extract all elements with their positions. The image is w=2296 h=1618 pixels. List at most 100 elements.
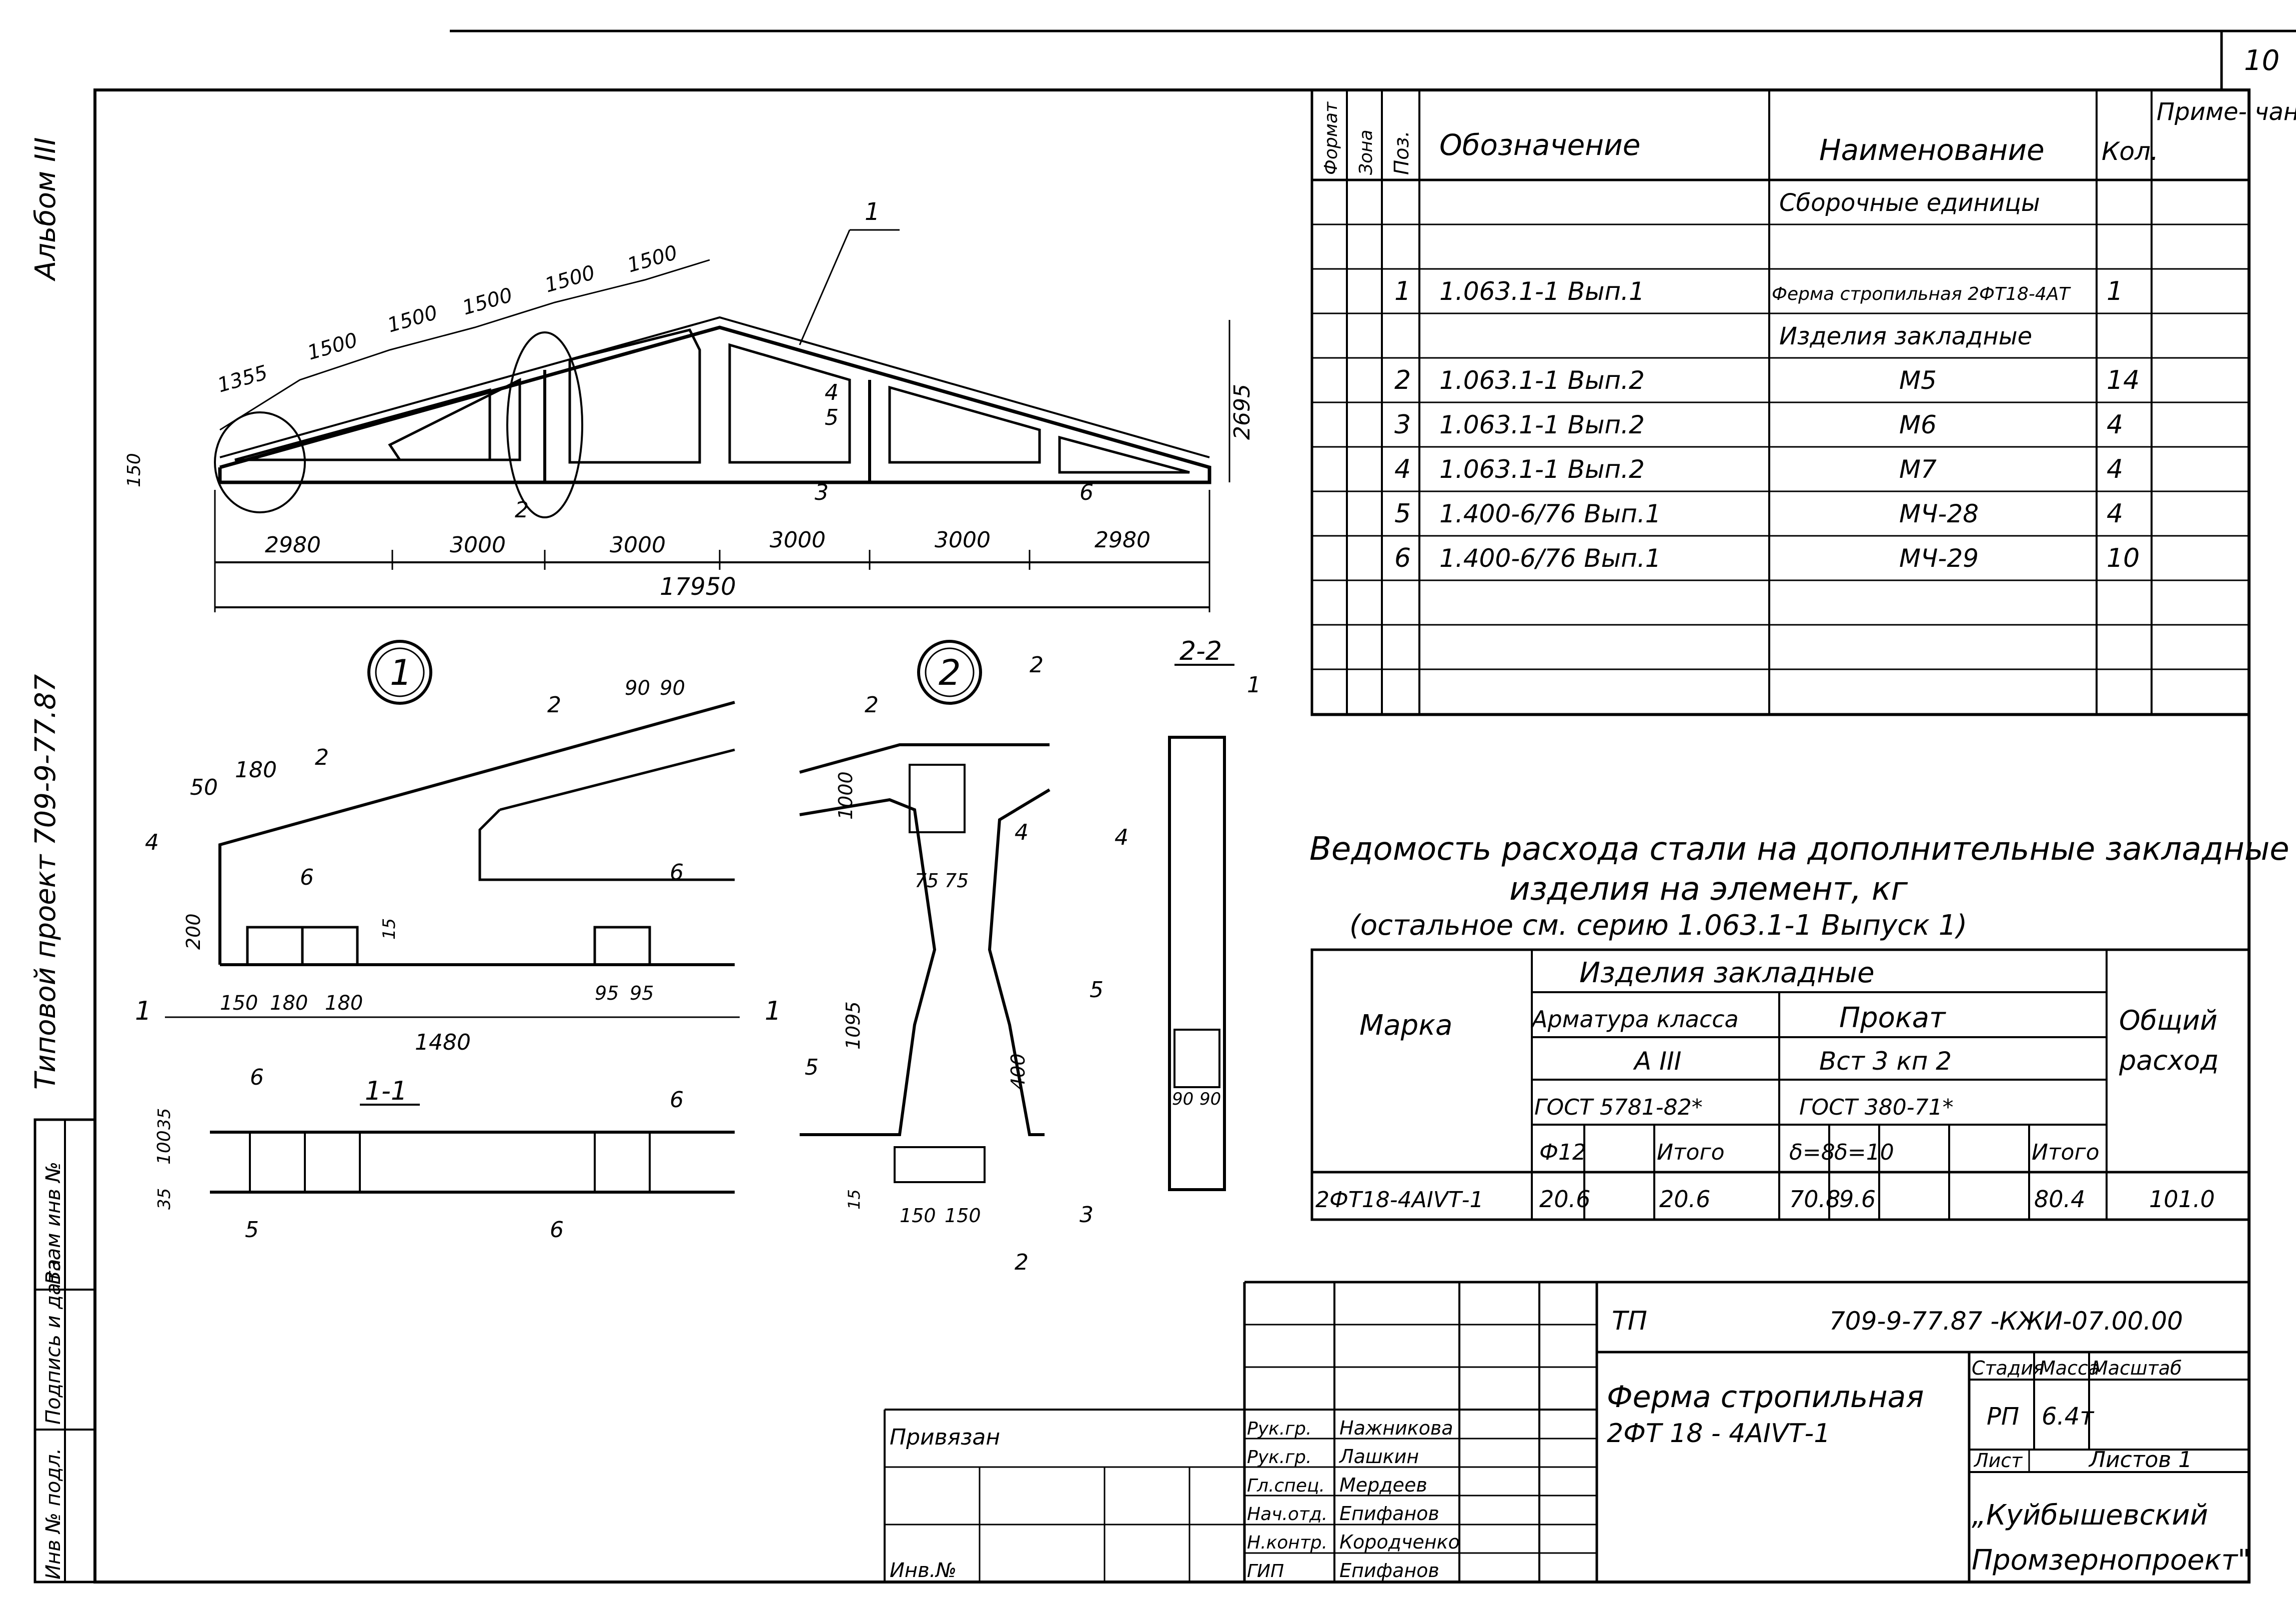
spec-cell-designation: 1.063.1-1 Вып.2 [1439, 366, 1645, 395]
d1-dim-90a: 90 [625, 677, 650, 700]
section-11-label: 1-1 [365, 1076, 407, 1106]
d1-dim-95a: 95 [595, 982, 619, 1004]
spec-cell-name: М5 [1899, 366, 1937, 395]
pos-mark-1-top: 1 [865, 198, 880, 226]
spec-cell-name: Сборочные единицы [1779, 189, 2040, 217]
spec-cell-designation: 1.063.1-1 Вып.2 [1439, 410, 1645, 439]
steel-row-v6: 80.4 [2034, 1186, 2085, 1213]
s22-dim-90a: 90 [1172, 1089, 1193, 1109]
spec-cell-name: МЧ-29 [1899, 544, 1979, 573]
d2-section-2-bottom: 2 [1015, 1250, 1029, 1275]
scale-label: Масштаб [2092, 1357, 2182, 1379]
d1-dim-90b: 90 [660, 677, 685, 700]
pos-mark-6-elev: 6 [1080, 480, 1094, 505]
section-22-label: 2-2 [1179, 636, 1222, 666]
spec-header-pos: Поз. [1390, 130, 1413, 175]
d1-pos-6a: 6 [300, 865, 314, 890]
s22-pos-1: 1 [1247, 672, 1261, 698]
sheet-label: Лист [1973, 1450, 2023, 1472]
person-name: Лашкин [1338, 1446, 1419, 1468]
spec-header-qty: Кол. [2102, 137, 2159, 166]
s22-pos-4: 4 [1115, 825, 1129, 850]
spec-cell-pos: 5 [1394, 499, 1411, 529]
d2-dim-400: 400 [1007, 1053, 1029, 1090]
person-name: Мердеев [1339, 1474, 1427, 1496]
steel-rolled-gost: ГОСТ 380-71* [1799, 1095, 1954, 1120]
node-1-detail: 1 50 180 150 180 180 200 90 90 95 95 148… [135, 640, 781, 1055]
s11-pos-6b: 6 [670, 1087, 684, 1113]
d2-dim-1000: 1000 [835, 771, 857, 820]
steel-row-v3: 70.8 [1789, 1186, 1840, 1213]
pos-mark-2-elev: 2 [515, 497, 529, 523]
person-name: Нажникова [1339, 1417, 1453, 1439]
d1-pos-6b: 6 [670, 860, 684, 885]
d2-pos-5: 5 [805, 1055, 819, 1080]
steel-group-embedded: Изделия закладные [1579, 957, 1875, 989]
d2-dim-75b: 75 [945, 870, 969, 892]
person-role: Гл.спец. [1247, 1476, 1325, 1496]
spec-cell-pos: 2 [1394, 365, 1411, 395]
spec-cell-designation: 1.063.1-1 Вып.2 [1439, 455, 1645, 484]
node-1-label: 1 [390, 652, 412, 693]
d1-pos-2b: 2 [315, 745, 329, 770]
org-name-1: „Куйбышевский [1972, 1499, 2208, 1532]
dim-top-1: 1500 [305, 328, 360, 364]
spec-cell-designation: 1.400-6/76 Вып.1 [1439, 544, 1661, 573]
tied-label: Привязан [890, 1425, 1000, 1450]
dim-bottom-5: 2980 [1095, 527, 1150, 553]
stage-value: РП [1987, 1403, 2019, 1431]
d2-section-2-top: 2 [1030, 652, 1044, 678]
pos-mark-4-elev: 4 [825, 380, 839, 405]
spec-cell-pos: 6 [1394, 543, 1411, 573]
s22-dim-90b: 90 [1199, 1089, 1221, 1109]
person-name: Кородченко [1339, 1531, 1460, 1553]
stamp-inv-podl: Инв № подл. [42, 1448, 65, 1580]
dim-height: 2695 [1229, 384, 1255, 440]
steel-row-v4: 9.6 [1839, 1186, 1876, 1213]
d2-dim-150a: 150 [900, 1205, 936, 1227]
node-2-detail: 2 1000 75 75 1095 400 150 150 15 2 4 5 3… [799, 640, 1094, 1275]
spec-header-zone: Зона [1356, 129, 1376, 175]
truss-elevation: 2980 3000 3000 3000 3000 2980 17950 1355… [124, 198, 1255, 612]
person-role: Рук.гр. [1247, 1419, 1311, 1439]
spec-cell-qty: 10 [2107, 543, 2140, 573]
spec-cell-qty: 1 [2107, 276, 2123, 306]
d1-dim-95b: 95 [630, 982, 654, 1004]
dim-top-2: 1500 [385, 301, 440, 337]
d2-dim-75a: 75 [915, 870, 939, 892]
d1-dim-50: 50 [190, 775, 218, 800]
sheets-label: Листов 1 [2088, 1447, 2192, 1473]
spec-header-note: Приме- чание [2157, 98, 2296, 126]
steel-group-rolled: Прокат [1839, 1002, 1946, 1034]
d1-dim-200: 200 [182, 913, 204, 950]
d1-section-1-right: 1 [765, 996, 781, 1026]
sheet-number: 10 [2244, 44, 2280, 77]
dim-top-3: 1500 [460, 283, 515, 319]
steel-sub-4: δ=10 [1834, 1140, 1894, 1165]
steel-row-v2: 20.6 [1659, 1186, 1710, 1213]
d1-dim-180c: 180 [325, 992, 363, 1015]
stamp-signature-date: Подпись и дата [42, 1259, 65, 1425]
dim-bottom-4: 3000 [935, 527, 991, 553]
d2-pos-4: 4 [1015, 820, 1029, 845]
stage-label: Стадия [1972, 1357, 2045, 1379]
pos-mark-3-elev: 3 [815, 480, 829, 505]
spec-header-name: Наименование [1819, 133, 2045, 167]
spec-cell-pos: 4 [1394, 454, 1411, 484]
steel-statement: Ведомость расхода стали на дополнительны… [1309, 831, 2290, 1221]
sheet-frame [93, 88, 2251, 1584]
person-role: Рук.гр. [1247, 1447, 1311, 1468]
steel-row-v0: 20.6 [1539, 1186, 1590, 1213]
steel-row-mark: 2ФТ18-4АIVТ-1 [1315, 1187, 1484, 1213]
spec-cell-pos: 3 [1394, 410, 1411, 440]
steel-col-mark: Марка [1359, 1009, 1452, 1042]
mass-label: Масса [2039, 1357, 2100, 1379]
spec-cell-qty: 4 [2107, 410, 2123, 440]
steel-col-total: Общий расход [2119, 1069, 2123, 1070]
title-block: Привязан Инв.№ ТП 709-9-77.87 -КЖИ-07.00… [884, 1281, 2251, 1582]
left-stamp: Инв № подл. Подпись и дата Взам инв № [33, 1118, 96, 1584]
dim-top-4: 1500 [542, 261, 598, 297]
steel-col-total-2: расход [2119, 1045, 2219, 1076]
dim-bottom-0: 2980 [265, 532, 321, 558]
